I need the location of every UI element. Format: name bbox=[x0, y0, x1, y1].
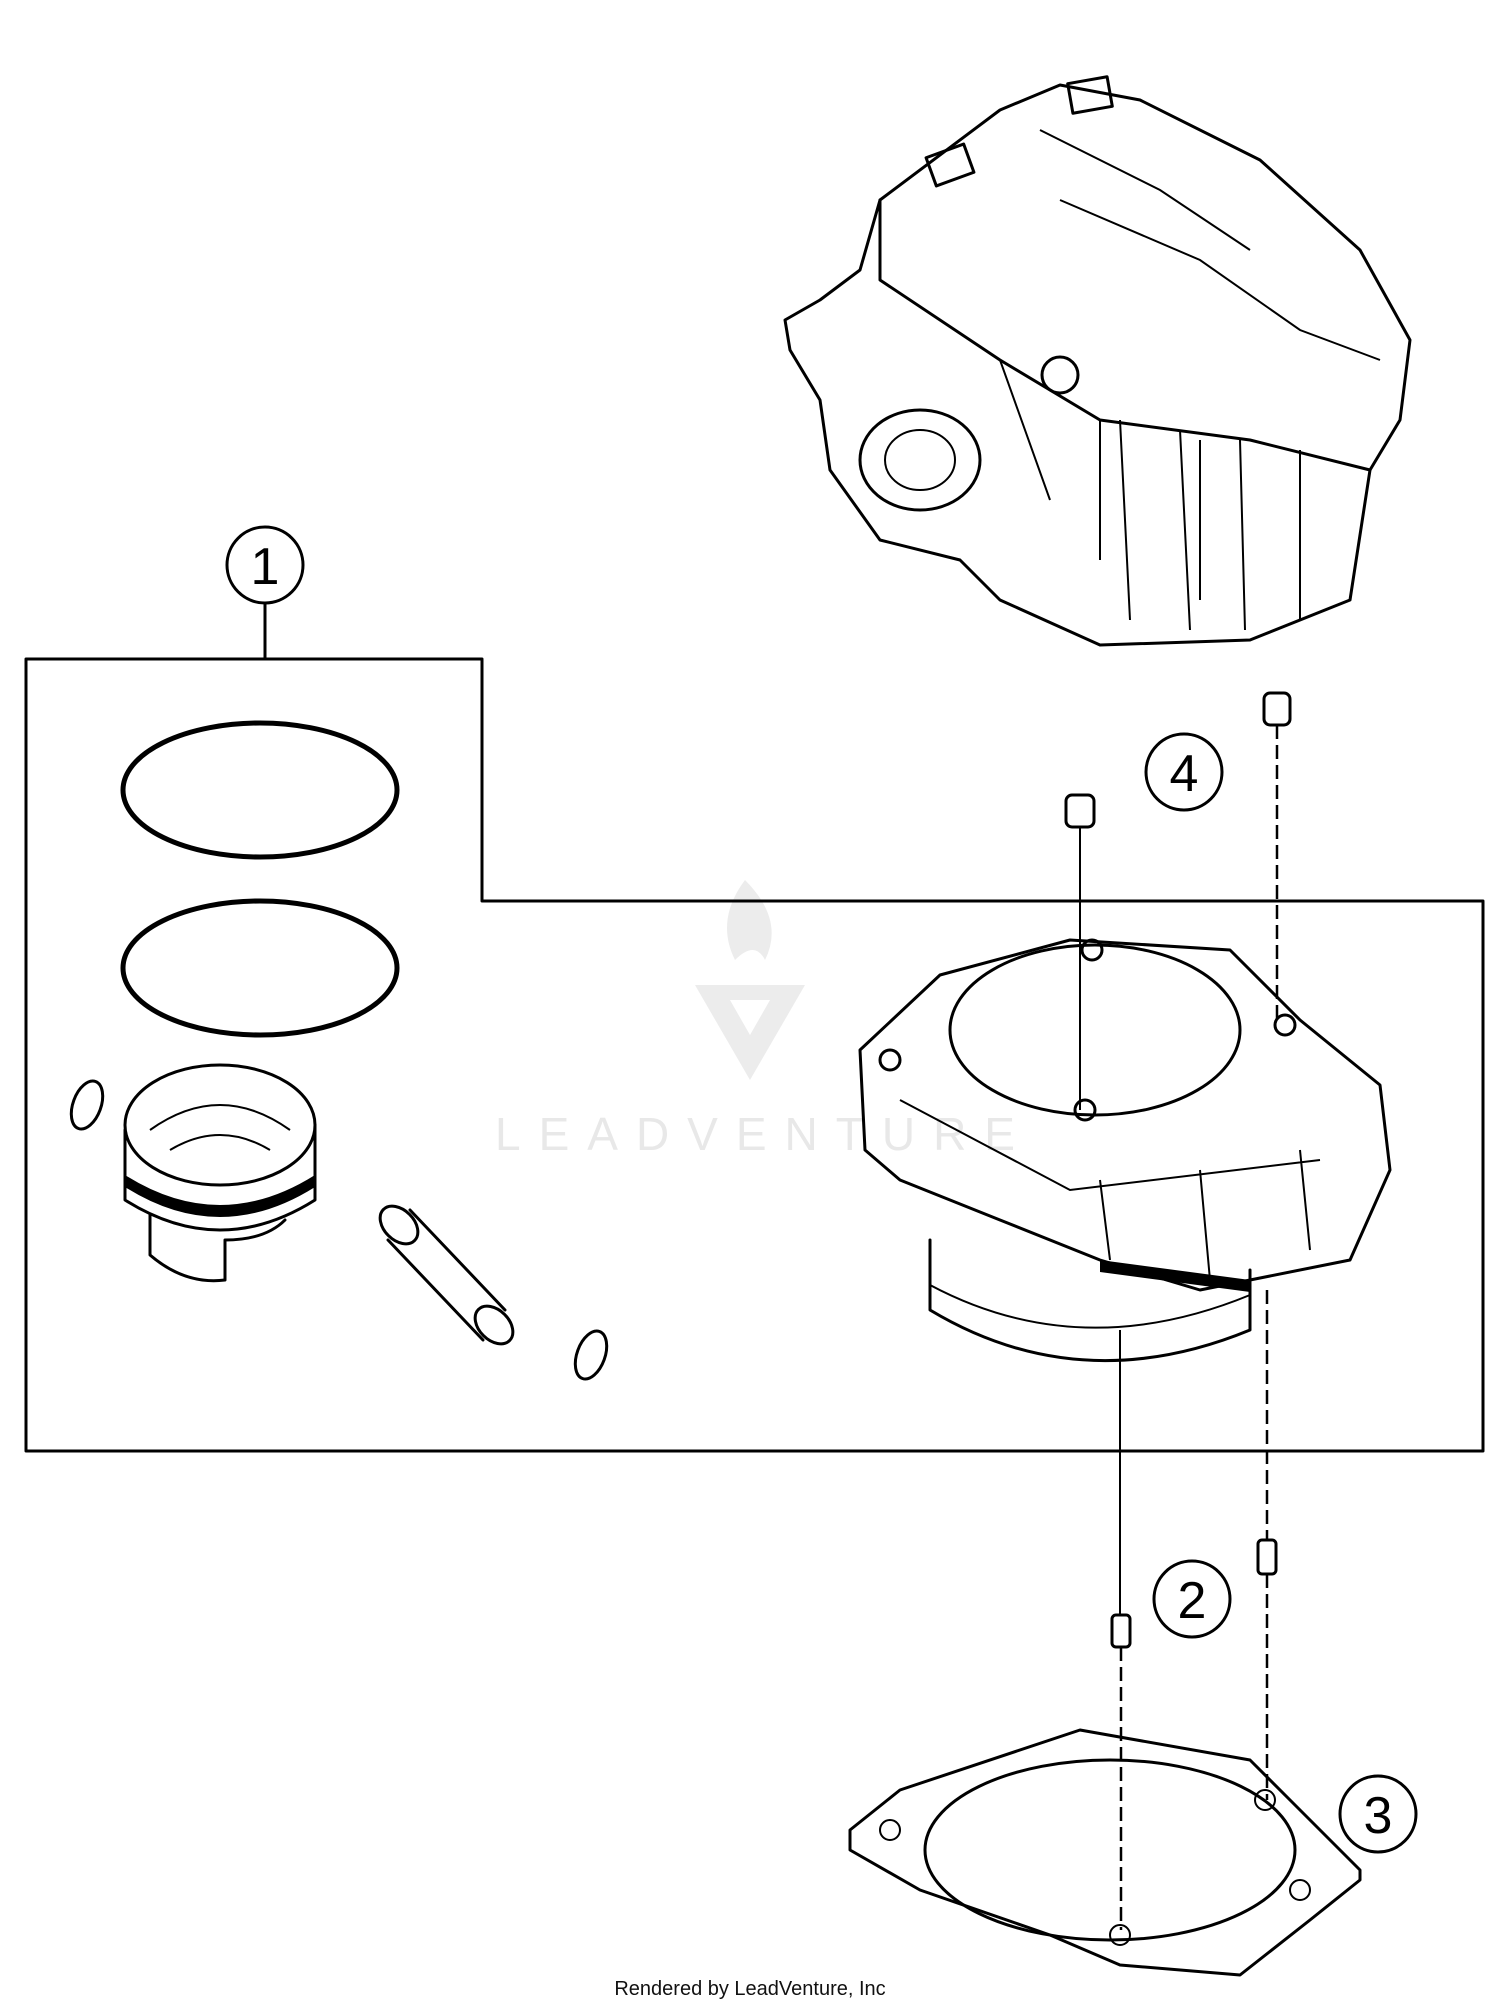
circlip-right bbox=[573, 1329, 609, 1381]
piston-pin bbox=[378, 1204, 515, 1346]
dowel-bottom-right bbox=[1256, 1290, 1278, 1800]
kit-outline bbox=[24, 657, 1485, 1453]
circlip-left bbox=[69, 1079, 105, 1131]
dowel-top-right bbox=[1262, 691, 1292, 1025]
callout-4-label: 4 bbox=[1170, 745, 1199, 803]
callout-1[interactable]: 1 bbox=[225, 525, 305, 605]
footer-credit: Rendered by LeadVenture, Inc bbox=[614, 1978, 886, 2000]
cylinder-head bbox=[783, 75, 1412, 647]
dowel-top-left bbox=[1064, 793, 1096, 1110]
watermark-logo: LEADVENTURE bbox=[495, 880, 1033, 1160]
watermark-text: LEADVENTURE bbox=[495, 1108, 1033, 1160]
callout-2-label: 2 bbox=[1178, 1572, 1207, 1630]
piston-ring-second bbox=[120, 898, 400, 1038]
cylinder bbox=[858, 938, 1392, 1363]
dowel-bottom-left bbox=[1110, 1330, 1132, 1930]
cylinder-base-gasket bbox=[848, 1728, 1362, 1977]
callout-3-label: 3 bbox=[1364, 1787, 1393, 1845]
callout-2[interactable]: 2 bbox=[1152, 1559, 1232, 1639]
piston bbox=[123, 1063, 317, 1283]
callout-1-label: 1 bbox=[251, 538, 280, 596]
piston-ring-top bbox=[120, 720, 400, 860]
callout-3[interactable]: 3 bbox=[1338, 1774, 1418, 1854]
callout-4[interactable]: 4 bbox=[1144, 732, 1224, 812]
